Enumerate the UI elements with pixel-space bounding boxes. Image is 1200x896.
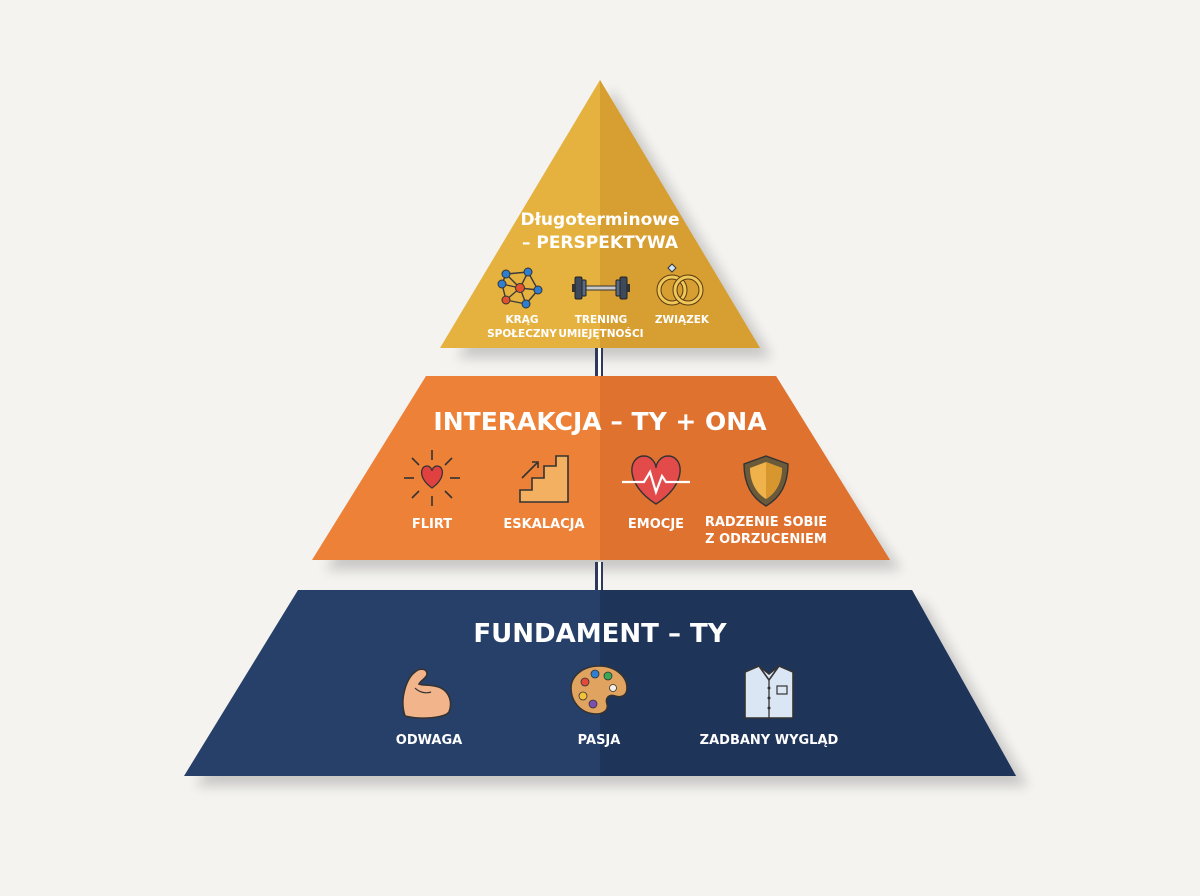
palette-icon — [570, 665, 628, 715]
label-emocje: EMOCJE — [628, 517, 684, 532]
label-zadbany-wyglad: ZADBANY WYGLĄD — [700, 733, 839, 748]
connector-lines — [595, 346, 603, 592]
label-krag-line2: SPOŁECZNY — [487, 328, 557, 340]
tier-top-title-line2: – PERSPEKTYWA — [522, 233, 679, 253]
shield-icon — [743, 455, 789, 507]
flexed-arm-icon — [402, 668, 452, 719]
label-eskalacja: ESKALACJA — [503, 517, 584, 532]
heart-sparkle-icon — [404, 450, 460, 506]
rings-icon — [656, 263, 704, 306]
label-krag-line1: KRĄG — [506, 314, 539, 326]
dumbbell-icon — [572, 276, 630, 300]
tier-base-title: FUNDAMENT – TY — [473, 619, 727, 649]
tier-top: Długoterminowe – PERSPEKTYWA KRĄG SPOŁEC… — [440, 80, 760, 348]
tier-middle: INTERAKCJA – TY + ONA FLIRT ESKALACJA EM… — [312, 376, 890, 560]
label-trening-line1: TRENING — [575, 314, 628, 326]
heartbeat-icon — [622, 455, 690, 505]
tier-middle-title: INTERAKCJA – TY + ONA — [433, 407, 767, 436]
label-pasja: PASJA — [578, 733, 621, 748]
label-radzenie-line2: Z ODRZUCENIEM — [705, 532, 827, 547]
tier-base: FUNDAMENT – TY ODWAGA PASJA ZADBANY WYGL… — [184, 590, 1016, 776]
label-radzenie-line1: RADZENIE SOBIE — [705, 515, 827, 530]
tier-top-title-line1: Długoterminowe — [521, 210, 680, 230]
label-zwiazek: ZWIĄZEK — [655, 314, 710, 326]
label-odwaga: ODWAGA — [396, 733, 462, 748]
shirt-icon — [744, 665, 794, 719]
label-trening-line2: UMIEJĘTNOŚCI — [558, 327, 643, 340]
label-flirt: FLIRT — [412, 517, 452, 532]
network-icon — [497, 267, 543, 309]
stairs-icon — [519, 455, 569, 503]
